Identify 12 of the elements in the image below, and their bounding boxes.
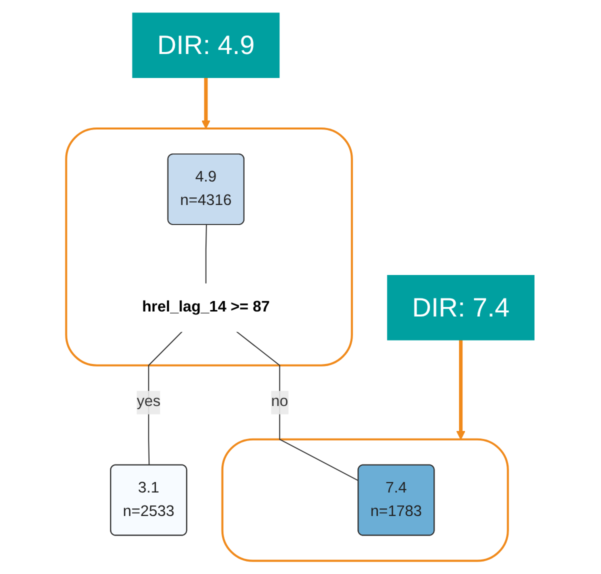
connector <box>206 224 208 284</box>
node-box: DIR: 7.4 <box>388 275 535 340</box>
edge-label: no <box>272 392 289 410</box>
edge-label: yes <box>137 392 161 410</box>
node-text: hrel_lag_14 >= 87 <box>142 298 270 316</box>
cluster <box>66 128 354 366</box>
arrow <box>202 77 211 129</box>
connector <box>236 331 360 482</box>
node-box: DIR: 4.9 <box>132 12 280 78</box>
connector <box>148 331 184 466</box>
cluster <box>222 438 510 562</box>
arrow <box>456 340 466 440</box>
